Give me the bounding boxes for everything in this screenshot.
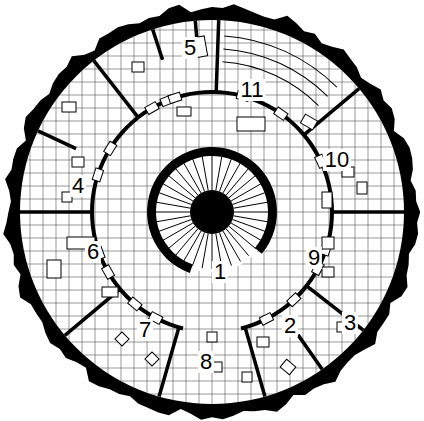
room-number: 7 xyxy=(137,319,153,341)
stair-wall xyxy=(147,147,277,273)
grid-line xyxy=(17,381,407,382)
grid-line xyxy=(17,134,407,135)
grid-line xyxy=(17,69,407,70)
plan-group xyxy=(3,4,420,419)
room-number: 3 xyxy=(342,312,358,334)
furniture xyxy=(322,237,334,249)
floor-grid xyxy=(17,17,407,407)
door xyxy=(259,313,273,326)
stair-tread xyxy=(212,155,213,190)
stair-tread xyxy=(156,202,190,208)
room-number: 9 xyxy=(306,247,322,269)
room-wall xyxy=(332,210,404,214)
door xyxy=(274,107,288,120)
furniture xyxy=(322,192,332,208)
room-wall xyxy=(153,29,163,59)
door xyxy=(104,141,117,155)
door xyxy=(128,297,142,311)
stair-tread xyxy=(184,163,202,193)
door xyxy=(168,92,182,103)
room-number: 11 xyxy=(239,79,266,101)
grid-line xyxy=(17,394,407,395)
corridor-wall xyxy=(90,90,334,330)
furniture xyxy=(47,260,61,278)
grid-line xyxy=(17,121,407,122)
furniture xyxy=(357,182,367,194)
furniture xyxy=(145,352,159,366)
room-number: 4 xyxy=(70,175,86,197)
grid-line xyxy=(17,30,407,31)
stair-tread xyxy=(216,156,222,190)
stair-core xyxy=(190,190,234,234)
furniture xyxy=(207,332,217,342)
room-wall xyxy=(20,210,92,214)
grid-line xyxy=(17,56,407,57)
stair-tread xyxy=(233,193,266,205)
stair-tread xyxy=(158,193,191,205)
room-number: 1 xyxy=(212,261,228,283)
grid-line xyxy=(17,407,407,408)
furniture xyxy=(115,332,129,346)
stair-tread xyxy=(220,158,232,191)
stair-tread xyxy=(231,184,261,202)
seating-row xyxy=(222,61,318,106)
furniture xyxy=(257,337,269,347)
stair-tread xyxy=(155,212,190,213)
room-number: 8 xyxy=(198,351,214,373)
stair-tread xyxy=(158,220,191,232)
room-number: 2 xyxy=(282,315,298,337)
furniture xyxy=(242,372,252,382)
room-wall xyxy=(159,327,179,396)
room-wall xyxy=(298,335,322,369)
furniture xyxy=(300,114,317,130)
furniture xyxy=(322,267,334,277)
furniture xyxy=(72,157,84,167)
room-wall xyxy=(94,61,138,118)
stair-tread xyxy=(193,233,205,266)
room-wall xyxy=(38,131,76,149)
room-number: 10 xyxy=(323,149,351,171)
grid-line xyxy=(17,17,18,407)
furniture xyxy=(62,102,76,112)
grid-line xyxy=(17,17,407,18)
grid-line xyxy=(17,43,407,44)
furniture xyxy=(132,62,144,72)
grid-line xyxy=(17,290,407,291)
room-number: 6 xyxy=(85,241,101,263)
door xyxy=(287,293,301,307)
door xyxy=(102,265,115,279)
grid-line xyxy=(17,82,407,83)
stair-tread xyxy=(233,220,266,232)
stair-tread xyxy=(234,202,268,208)
furniture xyxy=(280,359,296,374)
grid-line xyxy=(17,303,407,304)
furniture xyxy=(102,287,118,297)
door xyxy=(145,102,159,115)
room-number: 5 xyxy=(182,37,198,59)
stair-tread xyxy=(202,156,208,190)
stair-tread xyxy=(193,158,205,191)
door xyxy=(92,168,103,182)
furniture xyxy=(177,107,191,116)
stair-tread xyxy=(223,231,241,261)
grid-line xyxy=(407,17,408,407)
stair-tread xyxy=(234,216,268,222)
outer-wall xyxy=(3,4,420,419)
stair-tread xyxy=(202,234,208,268)
room-wall xyxy=(216,20,219,92)
furniture xyxy=(237,117,265,131)
stair-tread xyxy=(234,212,269,213)
stair-tread xyxy=(163,223,193,241)
stair-tread xyxy=(156,216,190,222)
